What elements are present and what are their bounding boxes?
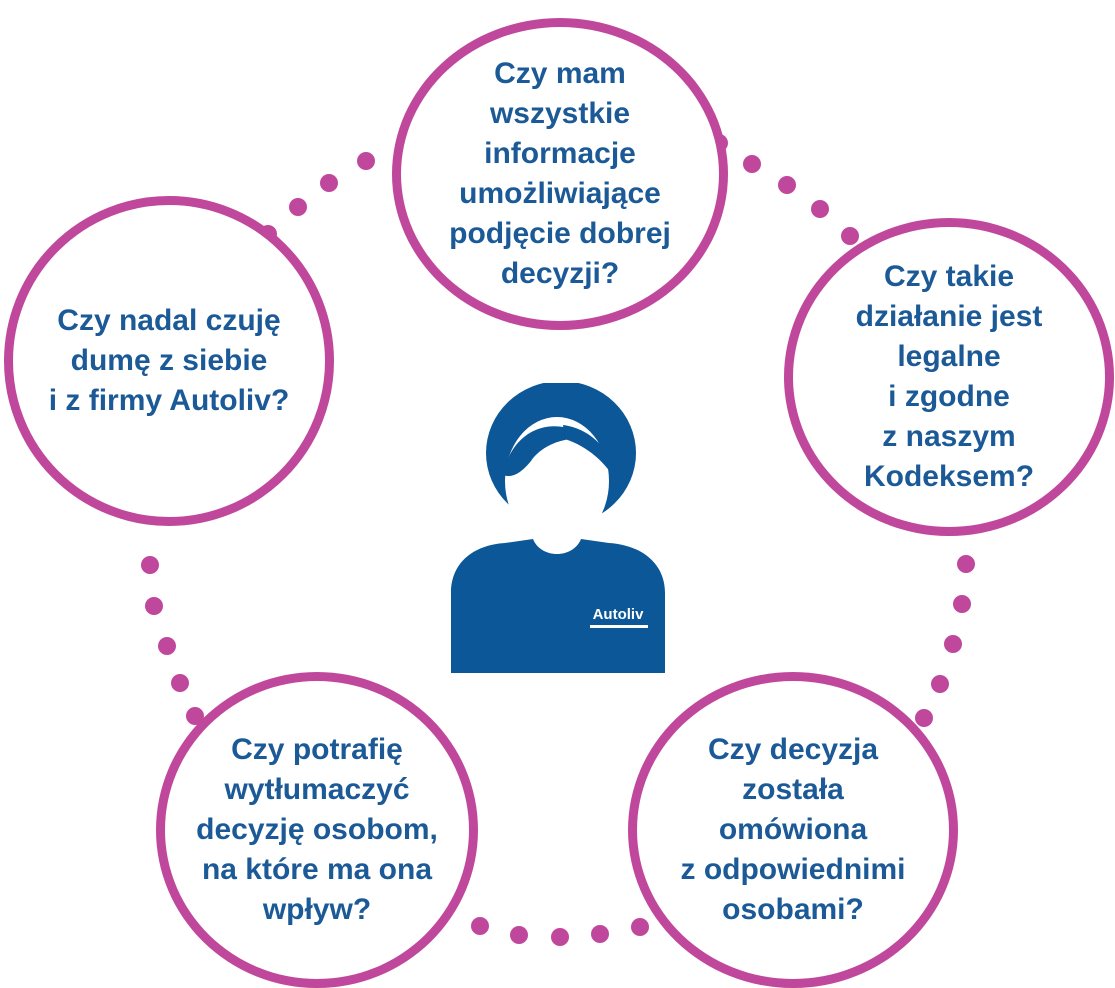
connector-dot <box>953 595 971 613</box>
question-line: dumę z siebie <box>70 344 268 377</box>
question-line: wpływ? <box>262 893 372 926</box>
connector-dot <box>471 917 489 935</box>
question-circle-information: Czy mam wszystkie informacje umożliwiają… <box>392 18 728 330</box>
question-line: legalne <box>897 340 1001 373</box>
connector-dot <box>841 227 859 245</box>
question-line: umożliwiające <box>459 177 661 210</box>
question-line: na które ma ona <box>201 853 433 886</box>
question-line: została <box>742 773 844 806</box>
person-icon: Autoliv <box>451 383 665 673</box>
question-text-explain: Czy potrafię wytłumaczyć decyzję osobom,… <box>196 730 438 930</box>
question-line: decyzji? <box>500 257 620 290</box>
question-line: Czy takie <box>883 260 1015 293</box>
question-circle-explain: Czy potrafię wytłumaczyć decyzję osobom,… <box>156 672 478 988</box>
connector-dot <box>915 709 933 727</box>
question-line: Czy nadal czuję <box>57 304 281 337</box>
question-text-discussed: Czy decyzja została omówiona z odpowiedn… <box>681 730 906 930</box>
question-line: Czy mam <box>494 57 626 90</box>
connector-dot <box>551 928 569 946</box>
connector-dot <box>171 674 189 692</box>
connector-dot <box>510 926 528 944</box>
question-text-information: Czy mam wszystkie informacje umożliwiają… <box>449 54 671 294</box>
connector-dot <box>591 925 609 943</box>
question-text-pride: Czy nadal czuję dumę z siebie i z firmy … <box>49 301 290 421</box>
question-line: i zgodne <box>888 380 1010 413</box>
question-line: omówiona <box>718 813 868 846</box>
connector-dot <box>743 155 761 173</box>
question-line: z odpowiednimi <box>680 853 906 886</box>
connector-dot <box>357 152 375 170</box>
question-text-legal: Czy takie działanie jest legalne i zgodn… <box>856 257 1043 497</box>
logo-badge: Autoliv <box>590 606 648 628</box>
question-circle-legal: Czy takie działanie jest legalne i zgodn… <box>784 218 1114 536</box>
connector-dot <box>957 555 975 573</box>
question-line: z naszym <box>882 420 1016 453</box>
question-line: Kodeksem? <box>863 460 1035 493</box>
question-line: i z firmy Autoliv? <box>48 384 290 417</box>
connector-dot <box>320 174 338 192</box>
connector-dot <box>631 918 649 936</box>
question-line: informacje <box>484 137 636 170</box>
question-line: Czy decyzja <box>707 733 879 766</box>
connector-dot <box>811 200 829 218</box>
question-line: podjęcie dobrej <box>449 217 671 250</box>
question-line: wytłumaczyć <box>224 773 410 806</box>
connector-dot <box>141 556 159 574</box>
connector-dot <box>158 637 176 655</box>
connector-dot <box>778 176 796 194</box>
connector-dot <box>931 675 949 693</box>
question-circle-pride: Czy nadal czuję dumę z siebie i z firmy … <box>4 196 334 526</box>
question-line: decyzję osobom, <box>196 813 438 846</box>
question-line: działanie jest <box>855 300 1043 333</box>
logo-text: Autoliv <box>593 606 644 623</box>
connector-dot <box>289 198 307 216</box>
question-line: wszystkie <box>489 97 631 130</box>
connector-dot <box>145 597 163 615</box>
connector-dot <box>944 635 962 653</box>
question-line: osobami? <box>722 893 864 926</box>
question-circle-discussed: Czy decyzja została omówiona z odpowiedn… <box>628 672 958 988</box>
question-line: Czy potrafię <box>231 733 403 766</box>
